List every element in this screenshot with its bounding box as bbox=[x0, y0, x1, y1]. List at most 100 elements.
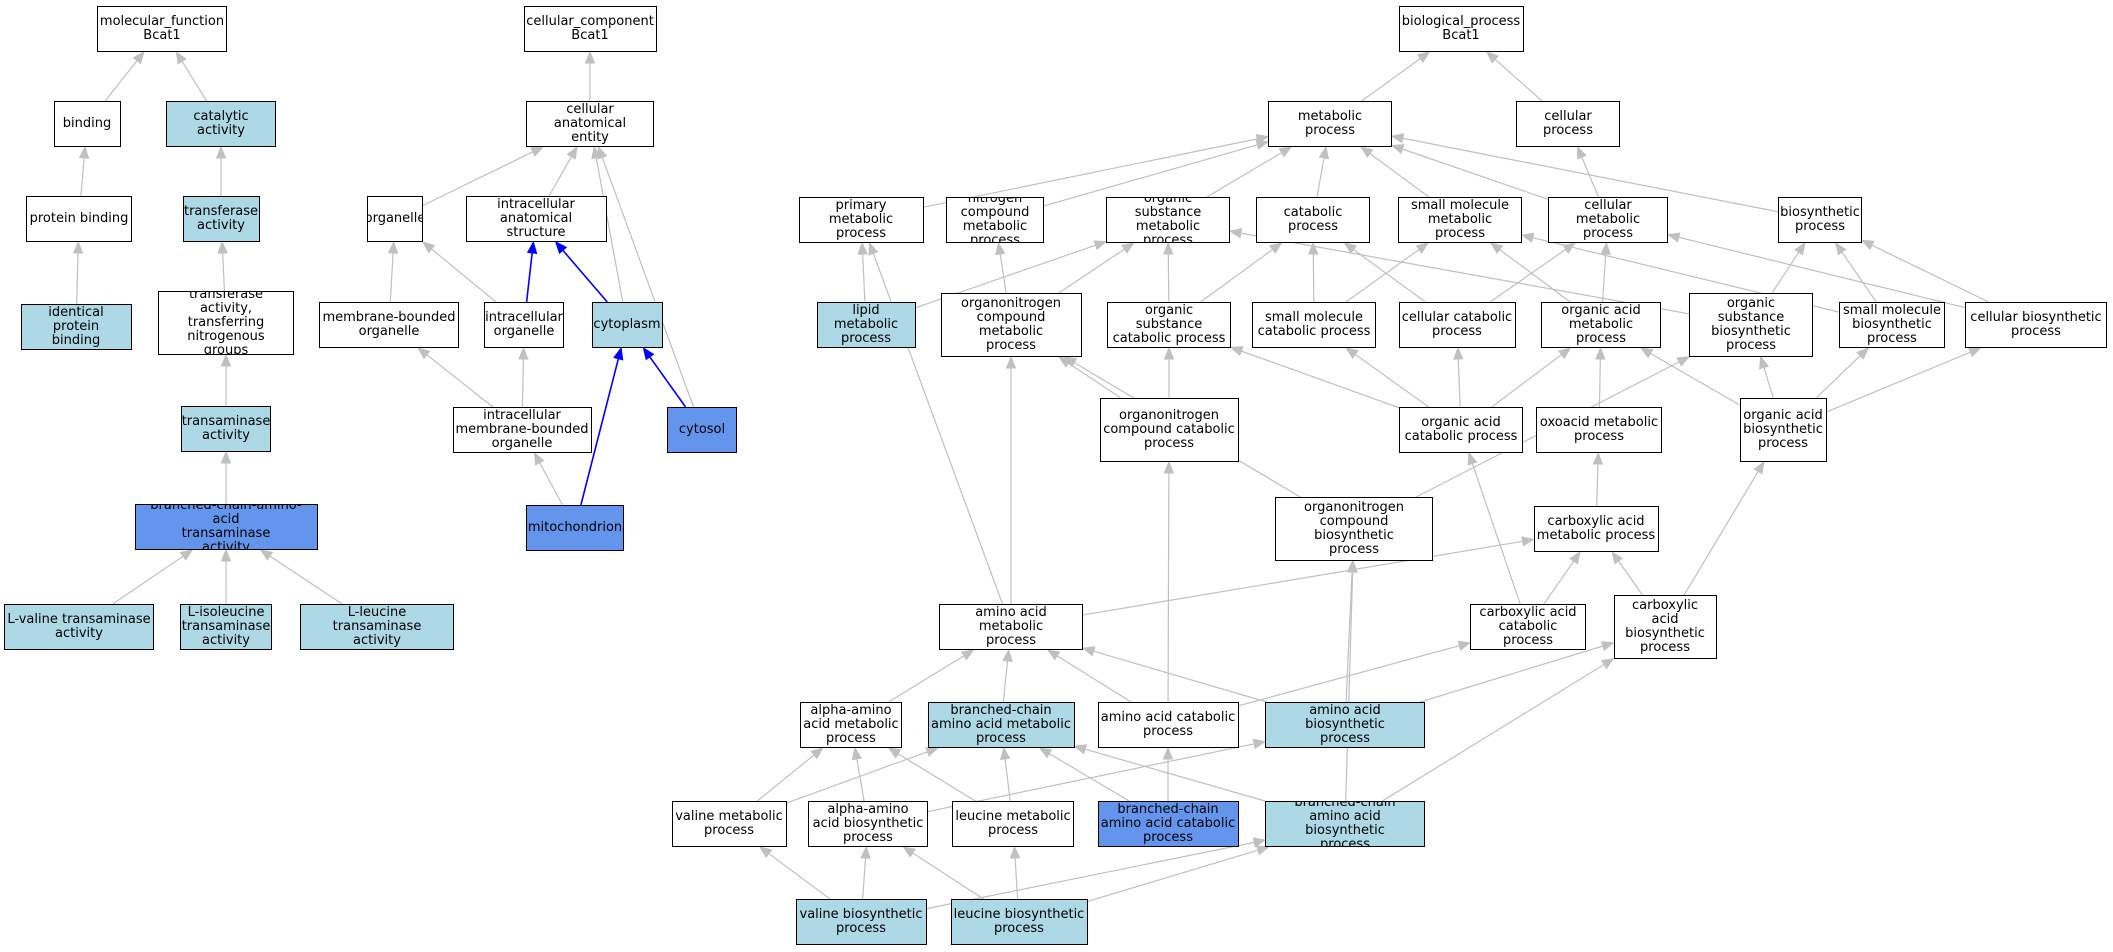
go-term-orgsub[interactable]: organic substance metabolic process bbox=[1106, 197, 1230, 243]
go-term-identprot[interactable]: identical protein binding bbox=[20, 304, 132, 350]
go-term-cellbio[interactable]: cellular biosynthetic process bbox=[1965, 302, 2107, 348]
go-term-orgacidbio[interactable]: organic acid biosynthetic process bbox=[1739, 398, 1827, 462]
go-term-lval[interactable]: L-valine transaminase activity bbox=[4, 604, 154, 650]
go-term-catalytic[interactable]: catalytic activity bbox=[166, 101, 276, 147]
edge-nitrogen-to-metab bbox=[1043, 139, 1270, 207]
go-term-alphabio[interactable]: alpha-amino acid biosynthetic process bbox=[808, 801, 928, 847]
go-term-mf[interactable]: molecular_function Bcat1 bbox=[97, 6, 227, 52]
go-term-smallcat[interactable]: small molecule catabolic process bbox=[1252, 302, 1376, 348]
go-term-bcaacat[interactable]: branched-chain amino acid catabolic proc… bbox=[1097, 801, 1239, 847]
go-term-aabio[interactable]: amino acid biosynthetic process bbox=[1265, 702, 1425, 748]
go-term-transferase[interactable]: transferase activity bbox=[182, 196, 260, 242]
go-term-organelle[interactable]: organelle bbox=[367, 196, 423, 242]
go-term-valmetab[interactable]: valine metabolic process bbox=[671, 801, 787, 847]
go-term-smallmol[interactable]: small molecule metabolic process bbox=[1398, 197, 1522, 243]
edge-cytosol-to-cae bbox=[597, 145, 695, 408]
go-term-cc[interactable]: cellular_component Bcat1 bbox=[523, 6, 657, 52]
go-term-mito[interactable]: mitochondrion bbox=[526, 505, 624, 551]
edge-cae-to-cc bbox=[584, 50, 596, 101]
edge-imbo-to-mbo bbox=[417, 347, 494, 408]
go-term-lipid[interactable]: lipid metabolic process bbox=[816, 302, 916, 348]
edge-bcaabio-to-orgnitrobio bbox=[1345, 559, 1358, 802]
go-term-cytosol[interactable]: cytosol bbox=[667, 407, 737, 453]
edge-io-to-organelle bbox=[421, 241, 497, 303]
go-term-orgnitrobio[interactable]: organonitrogen compound biosynthetic pro… bbox=[1275, 497, 1433, 561]
go-term-protbind[interactable]: protein binding bbox=[26, 196, 132, 242]
edge-orgacidbio-to-smallbio bbox=[1815, 347, 1870, 399]
go-term-oxoacid[interactable]: oxoacid metabolic process bbox=[1536, 407, 1662, 453]
go-term-io[interactable]: intracellular organelle bbox=[484, 302, 564, 348]
go-term-mbo[interactable]: membrane-bounded organelle bbox=[319, 302, 459, 348]
go-term-carbox[interactable]: carboxylic acid metabolic process bbox=[1533, 506, 1659, 552]
go-term-catab[interactable]: catabolic process bbox=[1256, 197, 1370, 243]
go-term-metab[interactable]: metabolic process bbox=[1268, 101, 1392, 147]
go-term-bcaa_trans[interactable]: branched-chain-amino-acid transaminase a… bbox=[134, 504, 318, 550]
edge-orgsub-to-metab bbox=[1206, 146, 1293, 198]
edge-cellmetab-to-cellproc bbox=[1577, 145, 1599, 198]
edge-carboxcat-to-orgacidcat bbox=[1467, 451, 1521, 605]
go-term-orgacidcat[interactable]: organic acid catabolic process bbox=[1399, 407, 1523, 453]
edge-aacat-to-orgnitrocat bbox=[1163, 460, 1175, 703]
edge-transfnitro-to-transferase bbox=[217, 240, 228, 292]
edge-orgacidbio-to-cellbio bbox=[1826, 347, 1982, 413]
go-term-lleu[interactable]: L-leucine transaminase activity bbox=[300, 604, 454, 650]
edge-orgacidcat-to-cellcat bbox=[1453, 346, 1464, 408]
go-term-aametab[interactable]: amino acid metabolic process bbox=[939, 604, 1083, 650]
go-term-orgsubbio[interactable]: organic substance biosynthetic process bbox=[1689, 293, 1813, 357]
edge-transferase-to-catalytic bbox=[215, 145, 227, 196]
edge-alphabio-to-aabio bbox=[927, 738, 1267, 813]
edge-mito-to-cytoplasm bbox=[580, 346, 624, 506]
go-term-orgnitrocat[interactable]: organonitrogen compound catabolic proces… bbox=[1099, 398, 1239, 462]
go-term-transfnitro[interactable]: transferase activity, transferring nitro… bbox=[158, 291, 294, 355]
go-term-cellmetab[interactable]: cellular metabolic process bbox=[1548, 197, 1668, 243]
go-term-bcaabio[interactable]: branched-chain amino acid biosynthetic p… bbox=[1265, 801, 1425, 847]
go-term-imbo[interactable]: intracellular membrane-bounded organelle bbox=[452, 407, 592, 453]
go-term-binding[interactable]: binding bbox=[53, 101, 121, 147]
go-term-biosyn[interactable]: biosynthetic process bbox=[1778, 197, 1862, 243]
go-term-orgsubcat[interactable]: organic substance catabolic process bbox=[1107, 302, 1231, 348]
edge-organelle-to-cae bbox=[422, 146, 544, 206]
edge-orgacidcat-to-orgacid bbox=[1491, 347, 1572, 408]
edge-smallcat-to-catab bbox=[1308, 241, 1319, 303]
go-term-carboxcat[interactable]: carboxylic acid catabolic process bbox=[1470, 604, 1586, 650]
go-term-bcaametab[interactable]: branched-chain amino acid metabolic proc… bbox=[927, 702, 1075, 748]
edge-cytoplasm-to-ias bbox=[554, 240, 608, 303]
go-term-transaminase[interactable]: transaminase activity bbox=[181, 406, 271, 452]
go-term-cytoplasm[interactable]: cytoplasm bbox=[591, 302, 663, 348]
go-term-orgacid[interactable]: organic acid metabolic process bbox=[1541, 302, 1661, 348]
edge-lleu-to-bcaa_trans bbox=[259, 549, 343, 605]
go-term-cellcat[interactable]: cellular catabolic process bbox=[1398, 302, 1516, 348]
go-term-primary[interactable]: primary metabolic process bbox=[798, 197, 924, 243]
go-term-ias[interactable]: intracellular anatomical structure bbox=[465, 196, 607, 242]
edge-oxoacid-to-orgacid bbox=[1595, 346, 1606, 408]
go-term-smallbio[interactable]: small molecule biosynthetic process bbox=[1839, 302, 1945, 348]
edge-orgsubbio-to-orgsub bbox=[1228, 228, 1690, 315]
go-term-liso[interactable]: L-isoleucine transaminase activity bbox=[180, 604, 272, 650]
edge-io-to-ias bbox=[525, 240, 538, 303]
edge-orgsubbio-to-biosyn bbox=[1771, 241, 1806, 294]
edge-lval-to-bcaa_trans bbox=[112, 549, 194, 605]
go-term-carboxbio[interactable]: carboxylic acid biosynthetic process bbox=[1613, 595, 1717, 659]
edge-bcaametab-to-aametab bbox=[1002, 648, 1013, 703]
go-term-orgnitro[interactable]: organonitrogen compound metabolic proces… bbox=[940, 293, 1082, 357]
edge-bcaa_trans-to-transaminase bbox=[220, 450, 232, 504]
edge-orgacidcat-to-smallcat bbox=[1345, 347, 1430, 408]
edge-valbio-to-alphabio bbox=[860, 845, 871, 900]
edge-catab-to-metab bbox=[1316, 145, 1330, 198]
go-term-valbio[interactable]: valine biosynthetic process bbox=[795, 899, 927, 945]
edge-identprot-to-protbind bbox=[72, 240, 84, 305]
go-term-leumetab[interactable]: leucine metabolic process bbox=[952, 801, 1074, 847]
edge-cytosol-to-cytoplasm bbox=[642, 346, 687, 408]
edge-lipid-to-primary bbox=[857, 241, 868, 303]
edge-bcaabio-to-carboxbio bbox=[1382, 658, 1615, 802]
go-term-cellproc[interactable]: cellular process bbox=[1516, 101, 1620, 147]
go-term-nitrogen[interactable]: nitrogen compound metabolic process bbox=[946, 197, 1044, 243]
go-term-cae[interactable]: cellular anatomical entity bbox=[526, 101, 654, 147]
edge-orgsubcat-to-orgsub bbox=[1163, 241, 1174, 303]
go-term-bp[interactable]: biological_process Bcat1 bbox=[1398, 6, 1524, 52]
go-term-aacat[interactable]: amino acid catabolic process bbox=[1097, 702, 1239, 748]
go-term-alphaamino[interactable]: alpha-amino acid metabolic process bbox=[800, 702, 902, 748]
edge-carboxbio-to-orgacidbio bbox=[1683, 460, 1765, 596]
go-term-leubio[interactable]: leucine biosynthetic process bbox=[950, 899, 1088, 945]
edge-carboxbio-to-carbox bbox=[1611, 550, 1643, 596]
